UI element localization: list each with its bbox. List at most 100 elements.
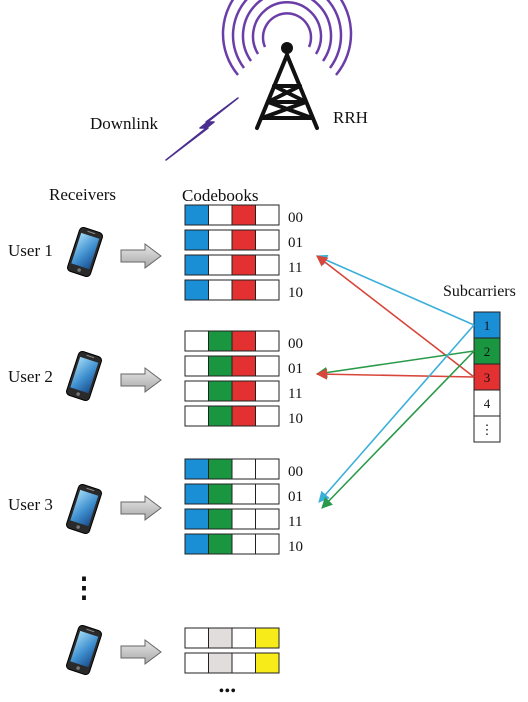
more-users-ellipsis: ⋮ bbox=[70, 573, 98, 604]
arrow-sc2-to-user3 bbox=[321, 350, 475, 509]
codeword-cell bbox=[184, 652, 209, 674]
user-arrows-layer bbox=[120, 243, 162, 665]
mapping-arrows bbox=[315, 254, 475, 509]
codeword-cell bbox=[255, 279, 280, 301]
codeword-row bbox=[184, 330, 280, 352]
codeword-cell bbox=[255, 254, 280, 276]
tower-icon bbox=[255, 42, 319, 130]
codeword-row bbox=[184, 279, 280, 301]
codeword-row bbox=[184, 533, 280, 555]
codeword-label: 11 bbox=[288, 260, 303, 276]
codeword-cell bbox=[231, 330, 256, 352]
codeword-row bbox=[184, 254, 280, 276]
codeword-cell bbox=[208, 380, 233, 402]
codebook-user-3 bbox=[184, 458, 280, 555]
codeword-cell bbox=[208, 458, 233, 480]
subcarrier-label: 2 bbox=[484, 344, 491, 359]
codeword-cell bbox=[184, 483, 209, 505]
rrh-label: RRH bbox=[333, 108, 368, 127]
codeword-cell bbox=[231, 279, 256, 301]
codeword-cell bbox=[255, 380, 280, 402]
codebooks-layer bbox=[184, 204, 280, 674]
codeword-cell bbox=[184, 254, 209, 276]
codeword-label: 00 bbox=[288, 464, 303, 480]
subcarrier-cell bbox=[473, 389, 501, 417]
codeword-row bbox=[184, 458, 280, 480]
codeword-cell bbox=[208, 254, 233, 276]
codeword-cell bbox=[184, 380, 209, 402]
codeword-label: 10 bbox=[288, 539, 303, 555]
codeword-cell bbox=[255, 204, 280, 226]
codeword-label: 00 bbox=[288, 210, 303, 226]
codeword-cell bbox=[208, 405, 233, 427]
codeword-row bbox=[184, 508, 280, 530]
codeword-row bbox=[184, 627, 280, 649]
codeword-cell bbox=[255, 627, 280, 649]
codeword-row bbox=[184, 380, 280, 402]
codeword-cell bbox=[231, 229, 256, 251]
codeword-cell bbox=[231, 254, 256, 276]
subcarriers-layer: 1 2 3 4 ⋮ bbox=[473, 311, 501, 443]
codeword-cell bbox=[184, 330, 209, 352]
codeword-cell bbox=[184, 355, 209, 377]
radio-waves-icon bbox=[221, 0, 353, 76]
codeword-cell bbox=[231, 458, 256, 480]
codeword-cell bbox=[255, 229, 280, 251]
codeword-row bbox=[184, 405, 280, 427]
codeword-cell bbox=[208, 483, 233, 505]
user-label: User 2 bbox=[8, 367, 53, 386]
codeword-cell bbox=[231, 652, 256, 674]
subcarrier-label: 1 bbox=[484, 318, 491, 333]
receivers-heading: Receivers bbox=[49, 185, 117, 204]
more-codewords-ellipsis: ••• bbox=[219, 684, 237, 699]
subcarrier-cell bbox=[473, 337, 501, 365]
arrow-sc3-to-user2 bbox=[315, 368, 475, 380]
codeword-cell bbox=[208, 627, 233, 649]
codeword-cell bbox=[255, 330, 280, 352]
codeword-cell bbox=[184, 229, 209, 251]
subcarrier-cell bbox=[473, 363, 501, 391]
codeword-row bbox=[184, 355, 280, 377]
smartphone-icon bbox=[66, 624, 102, 676]
codeword-cell bbox=[231, 483, 256, 505]
codeword-cell bbox=[231, 508, 256, 530]
codeword-cell bbox=[184, 279, 209, 301]
codeword-label: 00 bbox=[288, 336, 303, 352]
block-arrow-icon bbox=[120, 243, 162, 269]
codeword-cell bbox=[208, 652, 233, 674]
codeword-cell bbox=[255, 508, 280, 530]
codeword-cell bbox=[208, 229, 233, 251]
codeword-label: 10 bbox=[288, 285, 303, 301]
codeword-label: 01 bbox=[288, 361, 303, 377]
codeword-label: 01 bbox=[288, 235, 303, 251]
arrow-sc1-to-user3 bbox=[318, 324, 475, 503]
codeword-cell bbox=[255, 533, 280, 555]
lightning-bolt-icon bbox=[165, 97, 239, 161]
codeword-cell bbox=[184, 508, 209, 530]
smartphone-icon bbox=[66, 483, 102, 535]
subcarrier-label: ⋮ bbox=[481, 422, 494, 437]
codeword-label: 11 bbox=[288, 514, 303, 530]
codeword-cell bbox=[184, 204, 209, 226]
codeword-cell bbox=[208, 279, 233, 301]
arrow-sc1-to-user1 bbox=[315, 254, 475, 326]
block-arrow-icon bbox=[120, 495, 162, 521]
downlink-label: Downlink bbox=[90, 114, 158, 133]
codeword-label: 10 bbox=[288, 411, 303, 427]
codeword-cell bbox=[255, 355, 280, 377]
codebooks-heading: Codebooks bbox=[182, 186, 259, 205]
codeword-cell bbox=[208, 533, 233, 555]
codeword-cell bbox=[208, 204, 233, 226]
subcarrier-label: 3 bbox=[484, 370, 491, 385]
codeword-label: 11 bbox=[288, 386, 303, 402]
codeword-cell bbox=[231, 627, 256, 649]
subcarrier-cell bbox=[473, 415, 501, 443]
codeword-label: 01 bbox=[288, 489, 303, 505]
codeword-cell bbox=[231, 355, 256, 377]
codeword-cell bbox=[255, 483, 280, 505]
subcarrier-label: 4 bbox=[484, 396, 491, 411]
codeword-cell bbox=[208, 330, 233, 352]
codeword-cell bbox=[231, 380, 256, 402]
